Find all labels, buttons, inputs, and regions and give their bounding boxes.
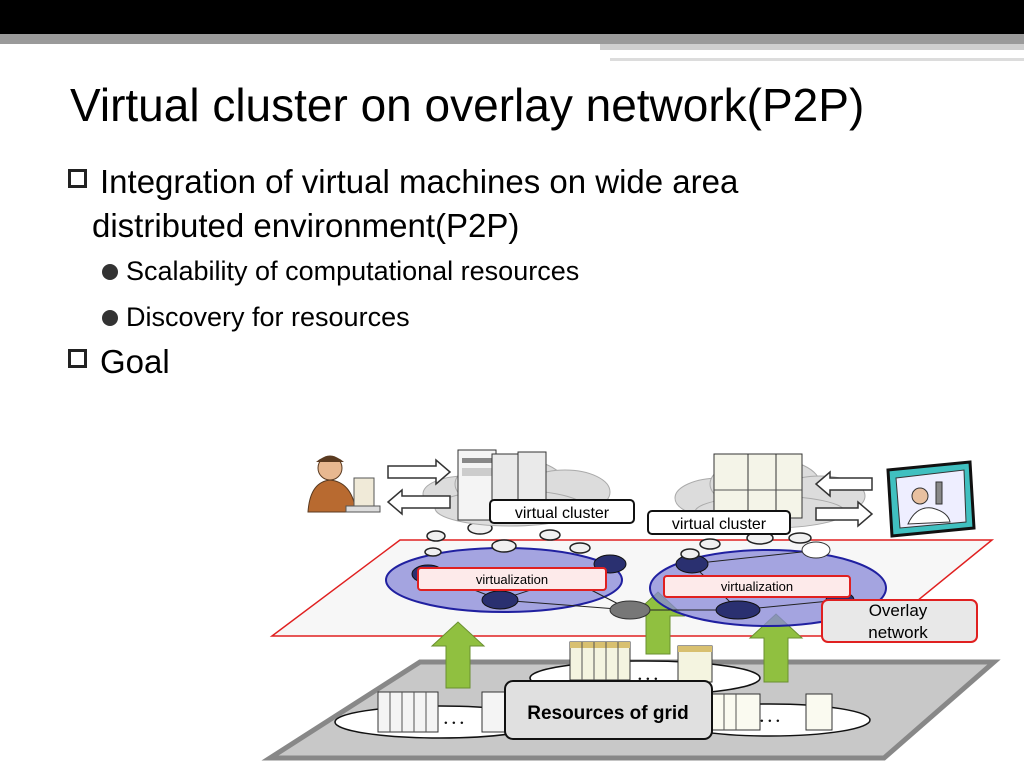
server-icon — [569, 641, 631, 681]
bullet-text: Integration of virtual machines on wide … — [100, 163, 739, 200]
header-bar — [0, 0, 1024, 34]
sub-bullet-discovery: Discovery for resources — [64, 294, 964, 340]
round-bullet-icon — [102, 310, 118, 326]
scientist-icon — [886, 460, 976, 538]
ellipsis-top: ．．． — [636, 667, 668, 684]
cluster-label-right: virtual cluster — [672, 516, 767, 533]
network-node — [609, 600, 651, 620]
virtualization-label-right: virtualization — [721, 579, 793, 594]
overlay-label-line1: Overlay — [869, 601, 928, 620]
bullet-text: Goal — [100, 343, 170, 380]
header-band — [0, 34, 1024, 44]
server-icon — [805, 693, 833, 731]
sub-bullet-text: Discovery for resources — [126, 302, 410, 332]
square-bullet-icon — [68, 169, 87, 188]
virtualization-label-left: virtualization — [476, 572, 548, 587]
bullet-goal: Goal — [64, 340, 964, 384]
virtualization-box-right — [663, 575, 851, 598]
header-band-accent — [600, 44, 1024, 50]
server-icon — [713, 453, 803, 519]
bullet-text-continued: distributed environment(P2P) — [92, 207, 520, 244]
overlay-label-line2: network — [868, 623, 928, 642]
resources-label: Resources of grid — [527, 703, 689, 724]
sub-bullet-scalability: Scalability of computational resources — [64, 248, 964, 294]
server-icon — [481, 691, 509, 733]
sub-bullet-text: Scalability of computational resources — [126, 256, 580, 286]
overlay-network-diagram: ．．． ．．． ．．． Resources of grid virtualiza… — [261, 449, 1001, 761]
bullet-integration: Integration of virtual machines on wide … — [64, 160, 964, 248]
green-arrow-icon — [430, 621, 486, 689]
cluster-label-left: virtual cluster — [515, 505, 610, 522]
virtualization-box-left — [417, 567, 607, 591]
round-bullet-icon — [102, 264, 118, 280]
cluster-label-box-right — [647, 510, 791, 535]
arrow-left-icon — [814, 470, 873, 498]
header-band-line — [610, 58, 1024, 61]
server-icon — [377, 691, 439, 733]
bullet-list: Integration of virtual machines on wide … — [64, 160, 964, 384]
resources-label-box — [504, 680, 713, 740]
user-at-computer-icon — [307, 455, 381, 513]
overlay-label-box — [821, 599, 978, 643]
network-node — [801, 541, 831, 559]
arrow-right-icon — [815, 500, 874, 528]
cluster-label-box-left — [489, 499, 635, 524]
ellipsis-right: ．．． — [758, 709, 790, 726]
network-node — [481, 590, 519, 610]
square-bullet-icon — [68, 349, 87, 368]
ellipsis-left: ．．． — [442, 711, 474, 728]
slide-title: Virtual cluster on overlay network(P2P) — [70, 79, 865, 131]
network-node — [715, 600, 761, 620]
arrow-right-icon — [387, 458, 452, 486]
server-icon — [677, 645, 713, 683]
arrow-left-icon — [386, 488, 451, 516]
